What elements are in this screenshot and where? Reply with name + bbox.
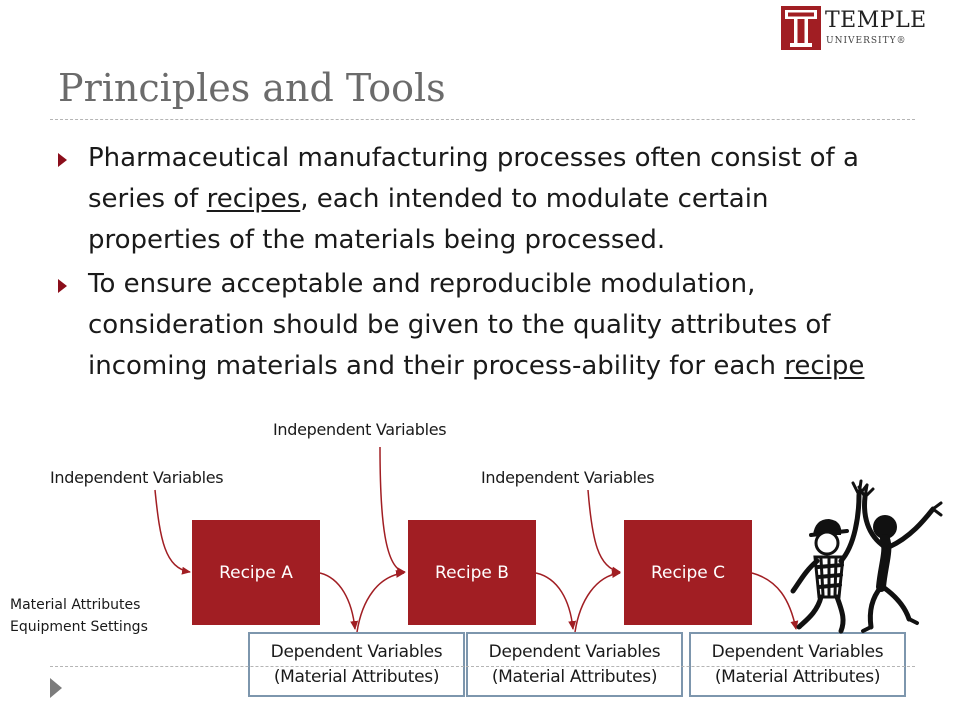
bullet-arrow-icon xyxy=(58,153,67,167)
bullet-2-underlined: recipe xyxy=(784,351,865,381)
independent-variables-label-a: Independent Variables xyxy=(50,468,224,487)
arrow-dep-to-recipe-c xyxy=(574,570,621,633)
dependent-variables-subtitle: (Material Attributes) xyxy=(273,667,440,687)
material-attributes-label: Material Attributes Equipment Settings xyxy=(10,594,148,638)
bullet-2-text-start: To ensure acceptable and reproducible mo… xyxy=(88,269,831,381)
independent-variables-label-c: Independent Variables xyxy=(481,468,655,487)
dependent-variables-box-a: Dependent Variables (Material Attributes… xyxy=(248,632,465,697)
arrow-recipe-c-to-dep xyxy=(751,572,799,630)
temple-logo: TEMPLE UNIVERSITY® xyxy=(781,6,941,52)
arrow-recipe-b-to-dep xyxy=(535,572,577,630)
arrow-dep-to-recipe-b xyxy=(356,569,405,633)
dependent-variables-box-c: Dependent Variables (Material Attributes… xyxy=(689,632,906,697)
dependent-variables-title: Dependent Variables xyxy=(270,642,443,662)
dependent-variables-box-b: Dependent Variables (Material Attributes… xyxy=(466,632,683,697)
arrow-indep-to-recipe-b xyxy=(379,446,406,576)
bullet-arrow-icon xyxy=(58,279,67,293)
dependent-variables-subtitle: (Material Attributes) xyxy=(491,667,658,687)
arrow-indep-to-recipe-c xyxy=(587,489,621,575)
slide-title: Principles and Tools xyxy=(58,66,446,110)
material-attributes-text: Material Attributes xyxy=(10,597,141,613)
logo-wordmark: TEMPLE xyxy=(825,8,927,33)
slide-nav-triangle-icon xyxy=(50,678,62,698)
recipe-a-box: Recipe A xyxy=(192,520,320,625)
arrow-indep-to-recipe-a xyxy=(154,489,191,575)
celebrating-figures-icon xyxy=(790,479,943,634)
bottom-divider xyxy=(50,666,915,667)
logo-subtext: UNIVERSITY® xyxy=(826,36,907,46)
bullet-item-1: Pharmaceutical manufacturing processes o… xyxy=(56,138,886,261)
equipment-settings-text: Equipment Settings xyxy=(10,619,148,635)
bullet-1-underlined: recipes xyxy=(206,184,301,214)
independent-variables-label-b: Independent Variables xyxy=(273,420,447,439)
bullet-item-2: To ensure acceptable and reproducible mo… xyxy=(56,264,886,387)
dependent-variables-title: Dependent Variables xyxy=(488,642,661,662)
dependent-variables-subtitle: (Material Attributes) xyxy=(714,667,881,687)
temple-logo-icon xyxy=(781,6,821,50)
top-divider xyxy=(50,119,915,120)
bullet-list: Pharmaceutical manufacturing processes o… xyxy=(56,138,886,390)
arrow-recipe-a-to-dep xyxy=(319,572,359,630)
dependent-variables-title: Dependent Variables xyxy=(711,642,884,662)
recipe-b-box: Recipe B xyxy=(408,520,536,625)
bullet-1-text-end: , each intended to modulate certain prop… xyxy=(88,184,769,255)
bullet-1-text-start: Pharmaceutical manufacturing processes o… xyxy=(88,143,859,214)
recipe-c-box: Recipe C xyxy=(624,520,752,625)
